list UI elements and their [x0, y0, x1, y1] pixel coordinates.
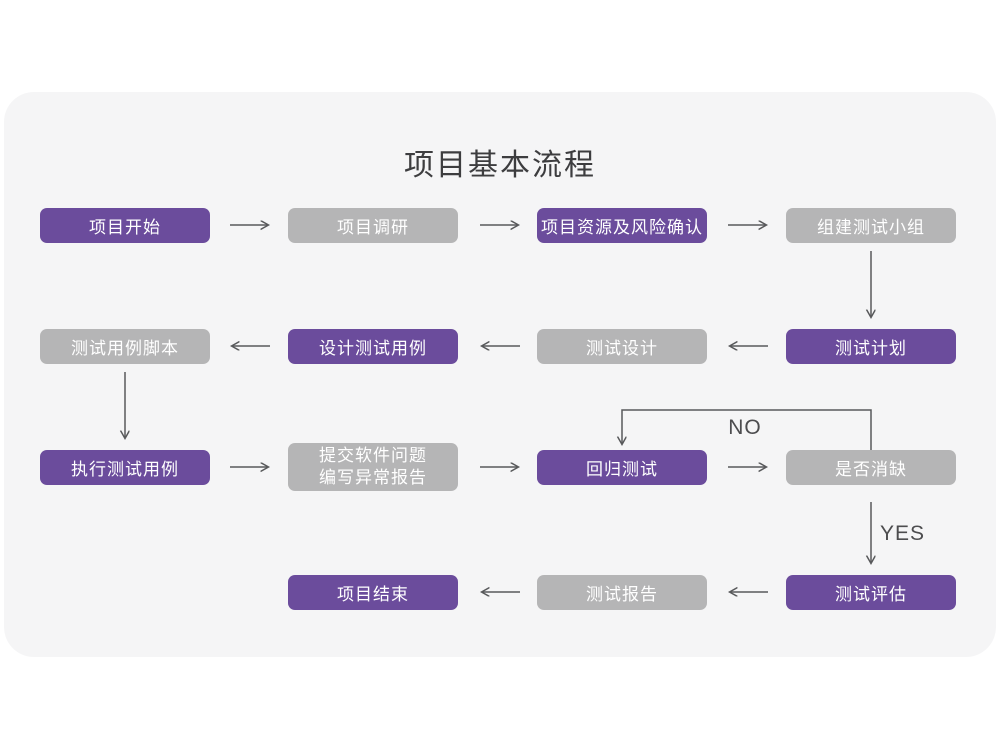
node-resource-risk: 项目资源及风险确认: [537, 208, 707, 243]
node-execute-test-case: 执行测试用例: [40, 450, 210, 485]
flowchart-card: [4, 92, 996, 657]
node-defect-cleared: 是否消缺: [786, 450, 956, 485]
node-project-start: 项目开始: [40, 208, 210, 243]
node-test-case-script: 测试用例脚本: [40, 329, 210, 364]
node-submit-issues-line1: 提交软件问题: [319, 446, 427, 466]
node-design-test-case: 设计测试用例: [288, 329, 458, 364]
node-submit-issues: 提交软件问题 编写异常报告: [288, 443, 458, 491]
page-title: 项目基本流程: [404, 148, 596, 183]
node-test-evaluation: 测试评估: [786, 575, 956, 610]
node-test-plan: 测试计划: [786, 329, 956, 364]
node-test-design: 测试设计: [537, 329, 707, 364]
node-test-report: 测试报告: [537, 575, 707, 610]
node-build-test-team: 组建测试小组: [786, 208, 956, 243]
node-project-research: 项目调研: [288, 208, 458, 243]
node-project-end: 项目结束: [288, 575, 458, 610]
node-submit-issues-line2: 编写异常报告: [319, 468, 427, 488]
node-regression-test: 回归测试: [537, 450, 707, 485]
